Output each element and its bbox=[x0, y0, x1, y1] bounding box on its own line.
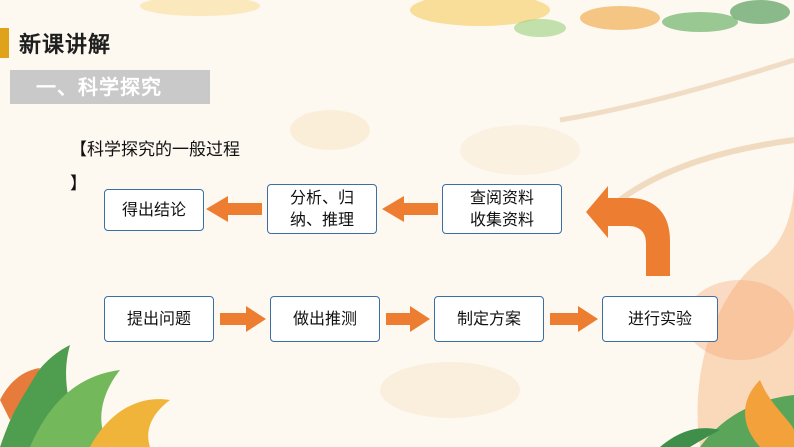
page-title: 新课讲解 bbox=[19, 33, 112, 58]
arrow-analysis-to-conclusion bbox=[206, 196, 262, 222]
diagram-subtitle: 【科学探究的一般过程 】 bbox=[70, 133, 290, 201]
step-experiment-box: 进行实验 bbox=[602, 296, 718, 342]
title-accent-bar bbox=[0, 28, 9, 58]
step-analysis-line-2: 纳、推理 bbox=[289, 210, 354, 229]
step-research-line-2: 收集资料 bbox=[469, 210, 534, 229]
step-conclusion-label: 得出结论 bbox=[121, 200, 186, 219]
step-analysis-box: 分析、归 纳、推理 bbox=[267, 184, 377, 234]
arrow-question-to-hypothesis bbox=[220, 306, 266, 332]
step-hypothesis-box: 做出推测 bbox=[270, 296, 380, 342]
step-plan-box: 制定方案 bbox=[434, 296, 544, 342]
step-research-box: 查阅资料 收集资料 bbox=[442, 184, 562, 234]
step-analysis-line-1: 分析、归 bbox=[289, 188, 354, 207]
subtitle-line-2: 】 bbox=[70, 174, 87, 194]
step-question-box: 提出问题 bbox=[104, 296, 214, 342]
arrow-experiment-to-research bbox=[586, 186, 670, 276]
step-conclusion-box: 得出结论 bbox=[104, 189, 204, 231]
step-experiment-label: 进行实验 bbox=[627, 309, 692, 328]
section-banner: 一、科学探究 bbox=[10, 70, 210, 104]
arrow-research-to-analysis bbox=[382, 196, 438, 222]
step-hypothesis-label: 做出推测 bbox=[292, 309, 357, 328]
arrow-hypothesis-to-plan bbox=[386, 306, 430, 332]
page-header: 新课讲解 bbox=[0, 27, 111, 59]
step-question-label: 提出问题 bbox=[126, 309, 191, 328]
subtitle-line-1: 【科学探究的一般过程 bbox=[70, 140, 240, 160]
arrow-plan-to-experiment bbox=[550, 306, 598, 332]
section-title: 一、科学探究 bbox=[36, 75, 162, 99]
step-plan-label: 制定方案 bbox=[456, 309, 521, 328]
step-research-line-1: 查阅资料 bbox=[469, 188, 534, 207]
